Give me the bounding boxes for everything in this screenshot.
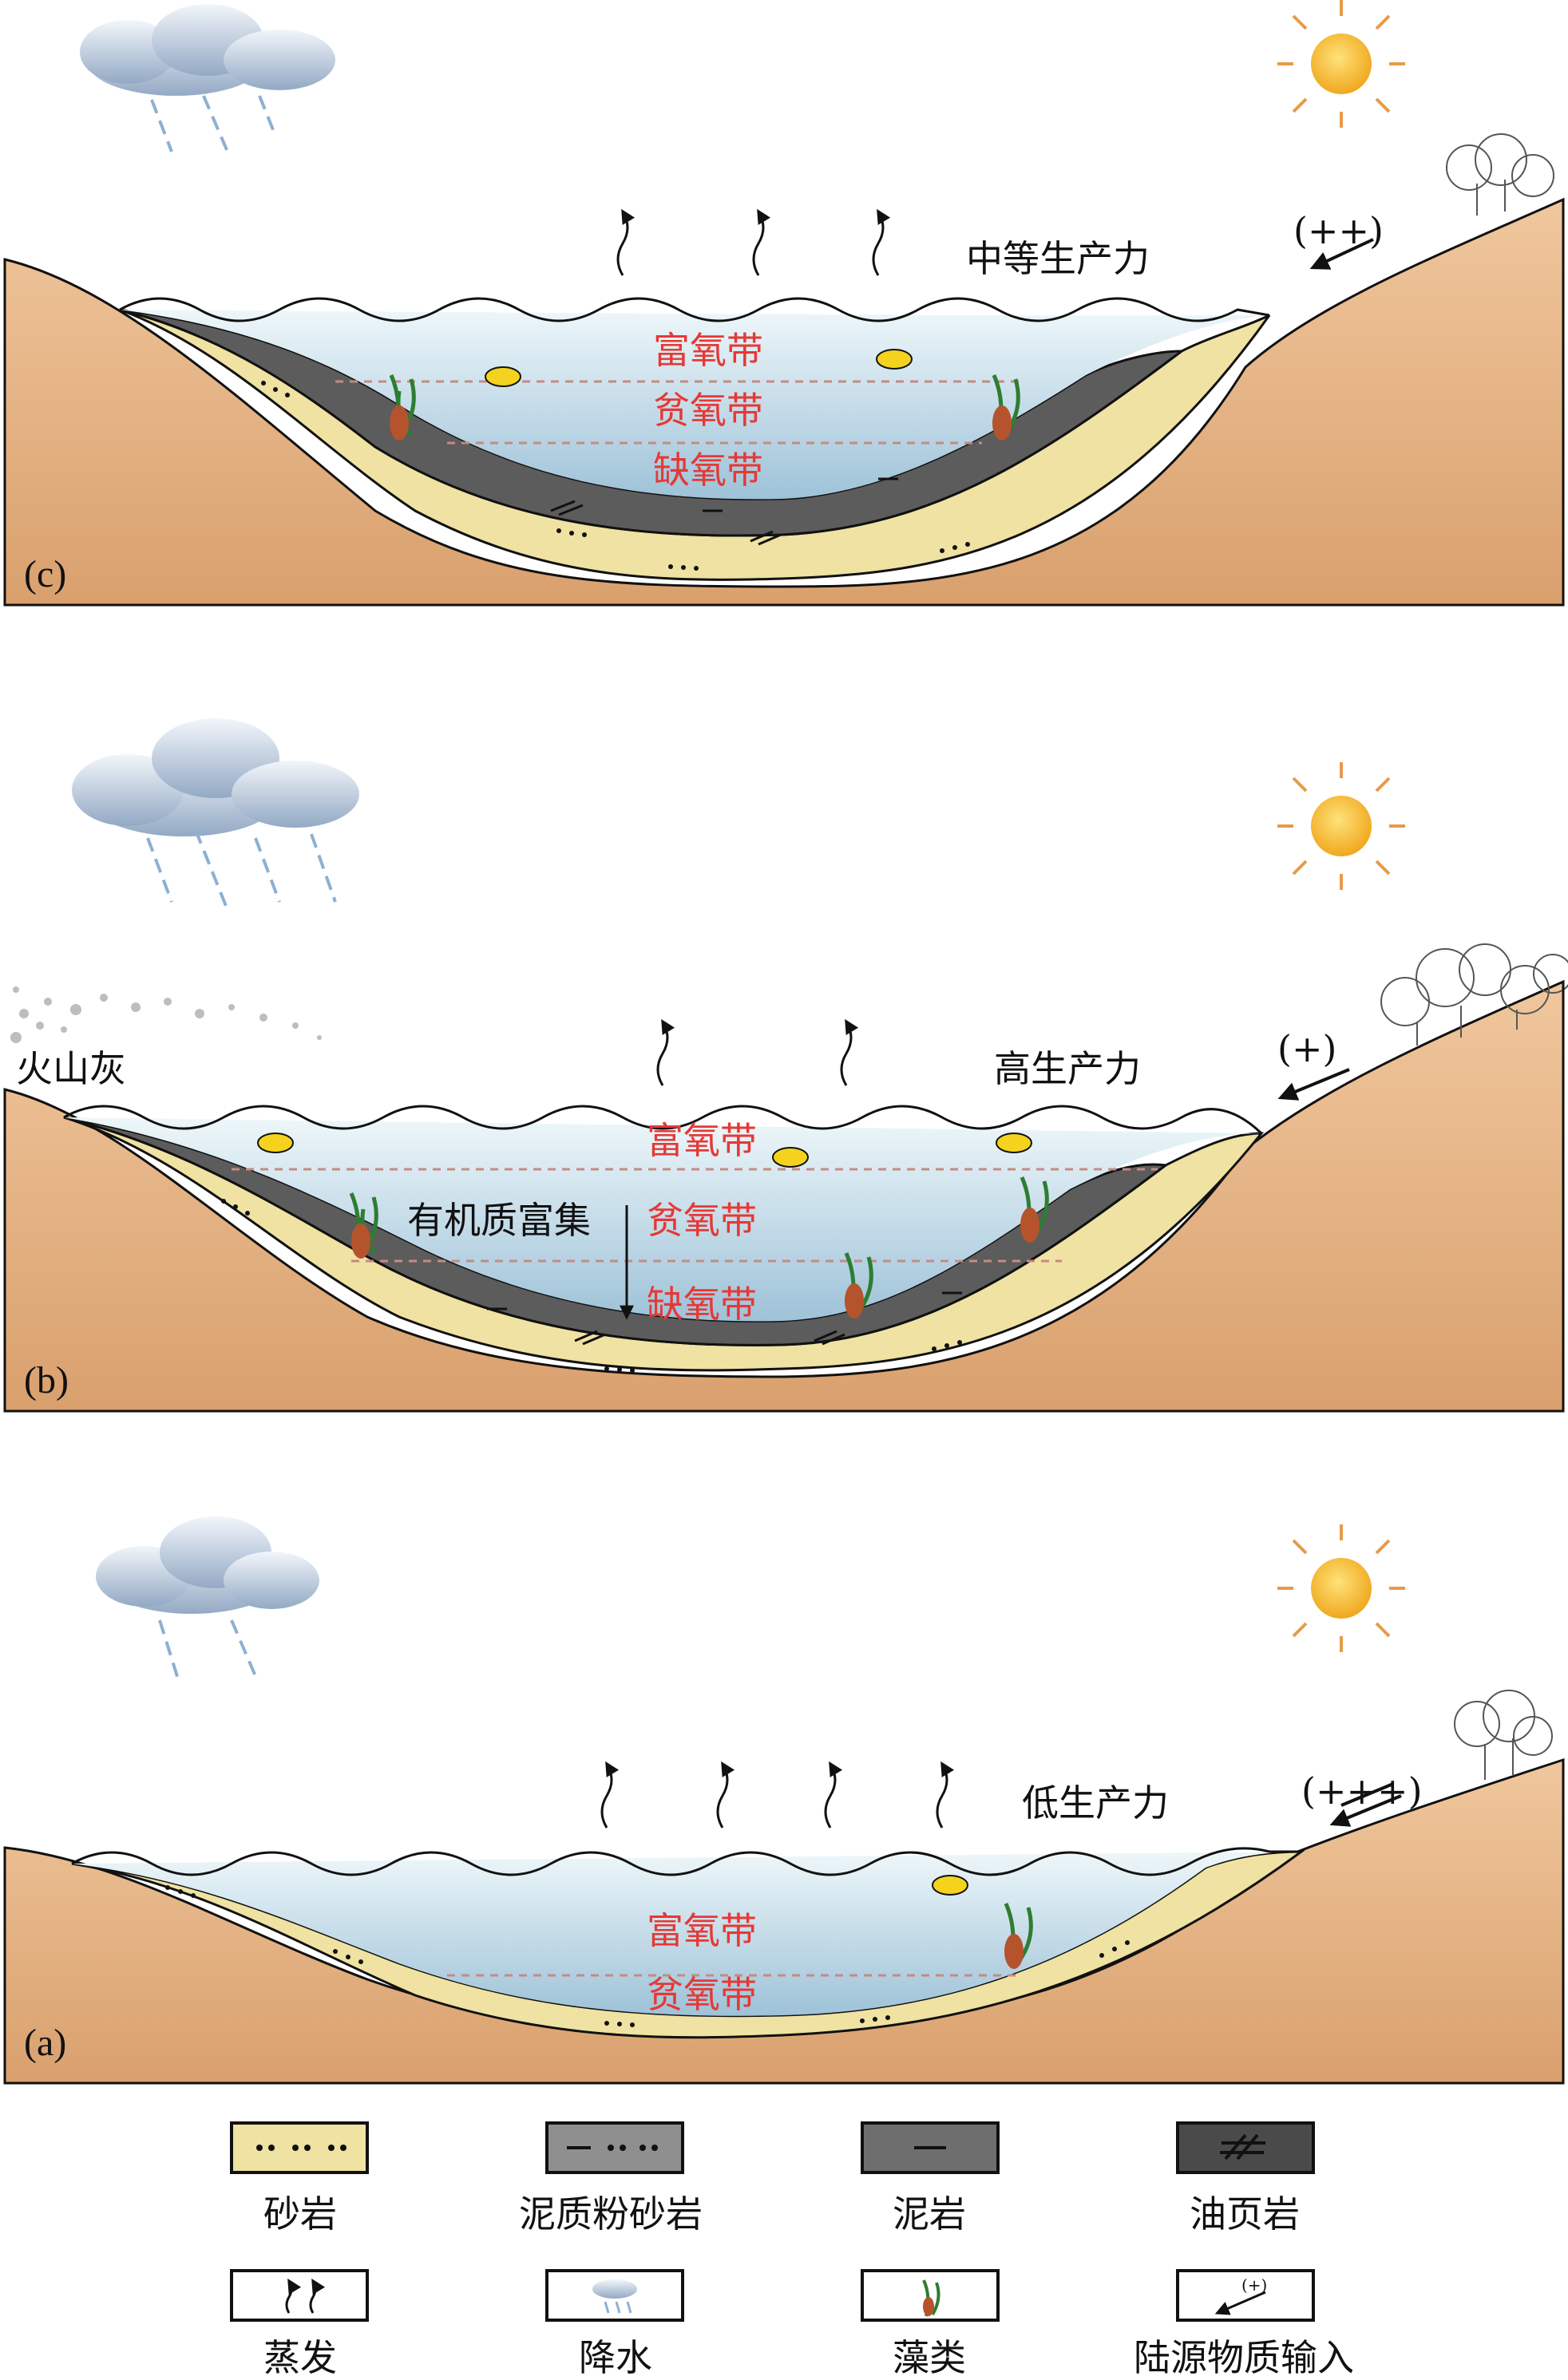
land-b xyxy=(3,979,1565,1413)
volcanic-ash-icon xyxy=(10,986,322,1043)
rain-cloud-icon xyxy=(80,4,335,152)
zone-dysoxic-c: 贫氧带 xyxy=(653,389,763,432)
zone-oxic-c: 富氧带 xyxy=(653,329,763,372)
organic-enrichment-label: 有机质富集 xyxy=(407,1199,591,1242)
volcanic-ash-label: 火山灰 xyxy=(16,1047,126,1090)
sun-icon xyxy=(1277,1524,1405,1652)
productivity-label-a: 低生产力 xyxy=(1022,1781,1169,1825)
zone-oxic-a: 富氧带 xyxy=(647,1909,757,1952)
legend-label-evaporation: 蒸发 xyxy=(263,2336,337,2379)
legend-label-terrigenous-input: 陆源物质输入 xyxy=(1134,2336,1354,2379)
tree-icon xyxy=(1380,943,1568,1046)
terrigenous-input-icon: (+) xyxy=(1176,2269,1315,2322)
legend-label-precipitation: 降水 xyxy=(579,2336,652,2379)
terrigenous-input-label-b: (+) xyxy=(1277,1027,1336,1070)
fish-icon xyxy=(257,1133,1032,1168)
zone-dysoxic-a: 贫氧带 xyxy=(647,1973,757,2016)
evaporation-arrows-a xyxy=(600,1761,955,1828)
precipitation-icon xyxy=(545,2269,684,2322)
sandstone-swatch xyxy=(230,2121,369,2174)
algae-icon xyxy=(349,1176,1049,1318)
tree-icon xyxy=(1454,1690,1553,1780)
muddy-siltstone-swatch xyxy=(545,2121,684,2174)
panel-a: 低生产力 (+++) 富氧带 贫氧带 (a) xyxy=(3,1516,1565,2085)
legend: 砂岩 泥质粉砂岩 泥岩 油页岩 (+) 蒸发 降水 藻类 陆源物质输入 xyxy=(230,2121,1354,2379)
algae-icon xyxy=(389,374,1020,441)
fish-icon xyxy=(932,1875,968,1896)
fish-icon xyxy=(485,349,913,387)
mudstone-swatch xyxy=(861,2121,1000,2174)
sun-icon xyxy=(1277,762,1405,890)
zone-dysoxic-b: 贫氧带 xyxy=(647,1199,757,1242)
algae-icon xyxy=(1004,1903,1033,1969)
productivity-label-c: 中等生产力 xyxy=(966,237,1150,280)
evaporation-icon xyxy=(230,2269,369,2322)
legend-input-sign: (+) xyxy=(1241,2275,1267,2295)
panel-b: 火山灰 高生产力 (+) 有机质富集 富氧带 贫氧带 缺氧带 (b) xyxy=(3,718,1568,1413)
terrigenous-input-label-a: (+++) xyxy=(1301,1769,1423,1813)
legend-label-algae: 藻类 xyxy=(893,2336,966,2379)
legend-label-mudstone: 泥岩 xyxy=(893,2192,966,2236)
panel-tag-c: (c) xyxy=(24,553,66,595)
sun-icon xyxy=(1277,0,1405,128)
zone-anoxic-c: 缺氧带 xyxy=(653,449,763,492)
productivity-label-b: 高生产力 xyxy=(994,1047,1141,1090)
rain-cloud-icon xyxy=(72,718,359,911)
panel-c: 中等生产力 (++) 富氧带 贫氧带 缺氧带 (c) xyxy=(3,0,1565,607)
zone-oxic-b: 富氧带 xyxy=(647,1119,757,1162)
terrigenous-input-label-c: (++) xyxy=(1293,209,1384,252)
zone-anoxic-b: 缺氧带 xyxy=(647,1283,757,1326)
oil-shale-swatch xyxy=(1176,2121,1315,2174)
legend-label-sandstone: 砂岩 xyxy=(263,2192,337,2236)
land-c xyxy=(3,197,1565,607)
panel-tag-a: (a) xyxy=(24,2022,66,2064)
lake-water-c xyxy=(120,310,1269,500)
legend-label-muddy-siltstone: 泥质粉砂岩 xyxy=(519,2192,703,2236)
tree-icon xyxy=(1446,133,1554,215)
panel-tag-b: (b) xyxy=(24,1359,69,1402)
rain-cloud-icon xyxy=(96,1516,319,1685)
legend-label-oil-shale: 油页岩 xyxy=(1190,2192,1300,2236)
evaporation-arrows-c xyxy=(616,208,891,276)
evaporation-arrows-b xyxy=(656,1018,859,1086)
algae-icon xyxy=(861,2269,1000,2322)
